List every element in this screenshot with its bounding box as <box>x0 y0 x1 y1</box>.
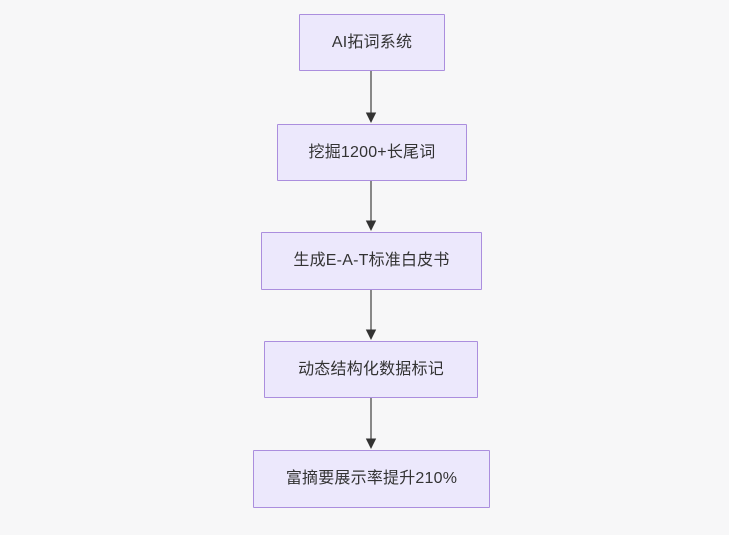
flowchart-node-4[interactable]: 动态结构化数据标记 <box>264 341 478 398</box>
flowchart-node-label: 动态结构化数据标记 <box>298 360 444 378</box>
edge-n3-n4 <box>364 290 378 341</box>
flowchart-node-label: 挖掘1200+长尾词 <box>308 143 436 161</box>
flowchart-node-label: 富摘要展示率提升210% <box>285 470 458 488</box>
edge-n4-n5 <box>364 398 378 450</box>
flowchart-node-1[interactable]: AI拓词系统 <box>299 14 445 71</box>
flowchart-node-2[interactable]: 挖掘1200+长尾词 <box>277 124 467 181</box>
flowchart-node-3[interactable]: 生成E-A-T标准白皮书 <box>261 232 482 290</box>
flowchart-node-label: AI拓词系统 <box>331 33 413 51</box>
edge-n1-n2 <box>364 71 378 124</box>
edge-n2-n3 <box>364 181 378 232</box>
flowchart-node-5[interactable]: 富摘要展示率提升210% <box>253 450 490 508</box>
flowchart-node-label: 生成E-A-T标准白皮书 <box>293 252 450 270</box>
